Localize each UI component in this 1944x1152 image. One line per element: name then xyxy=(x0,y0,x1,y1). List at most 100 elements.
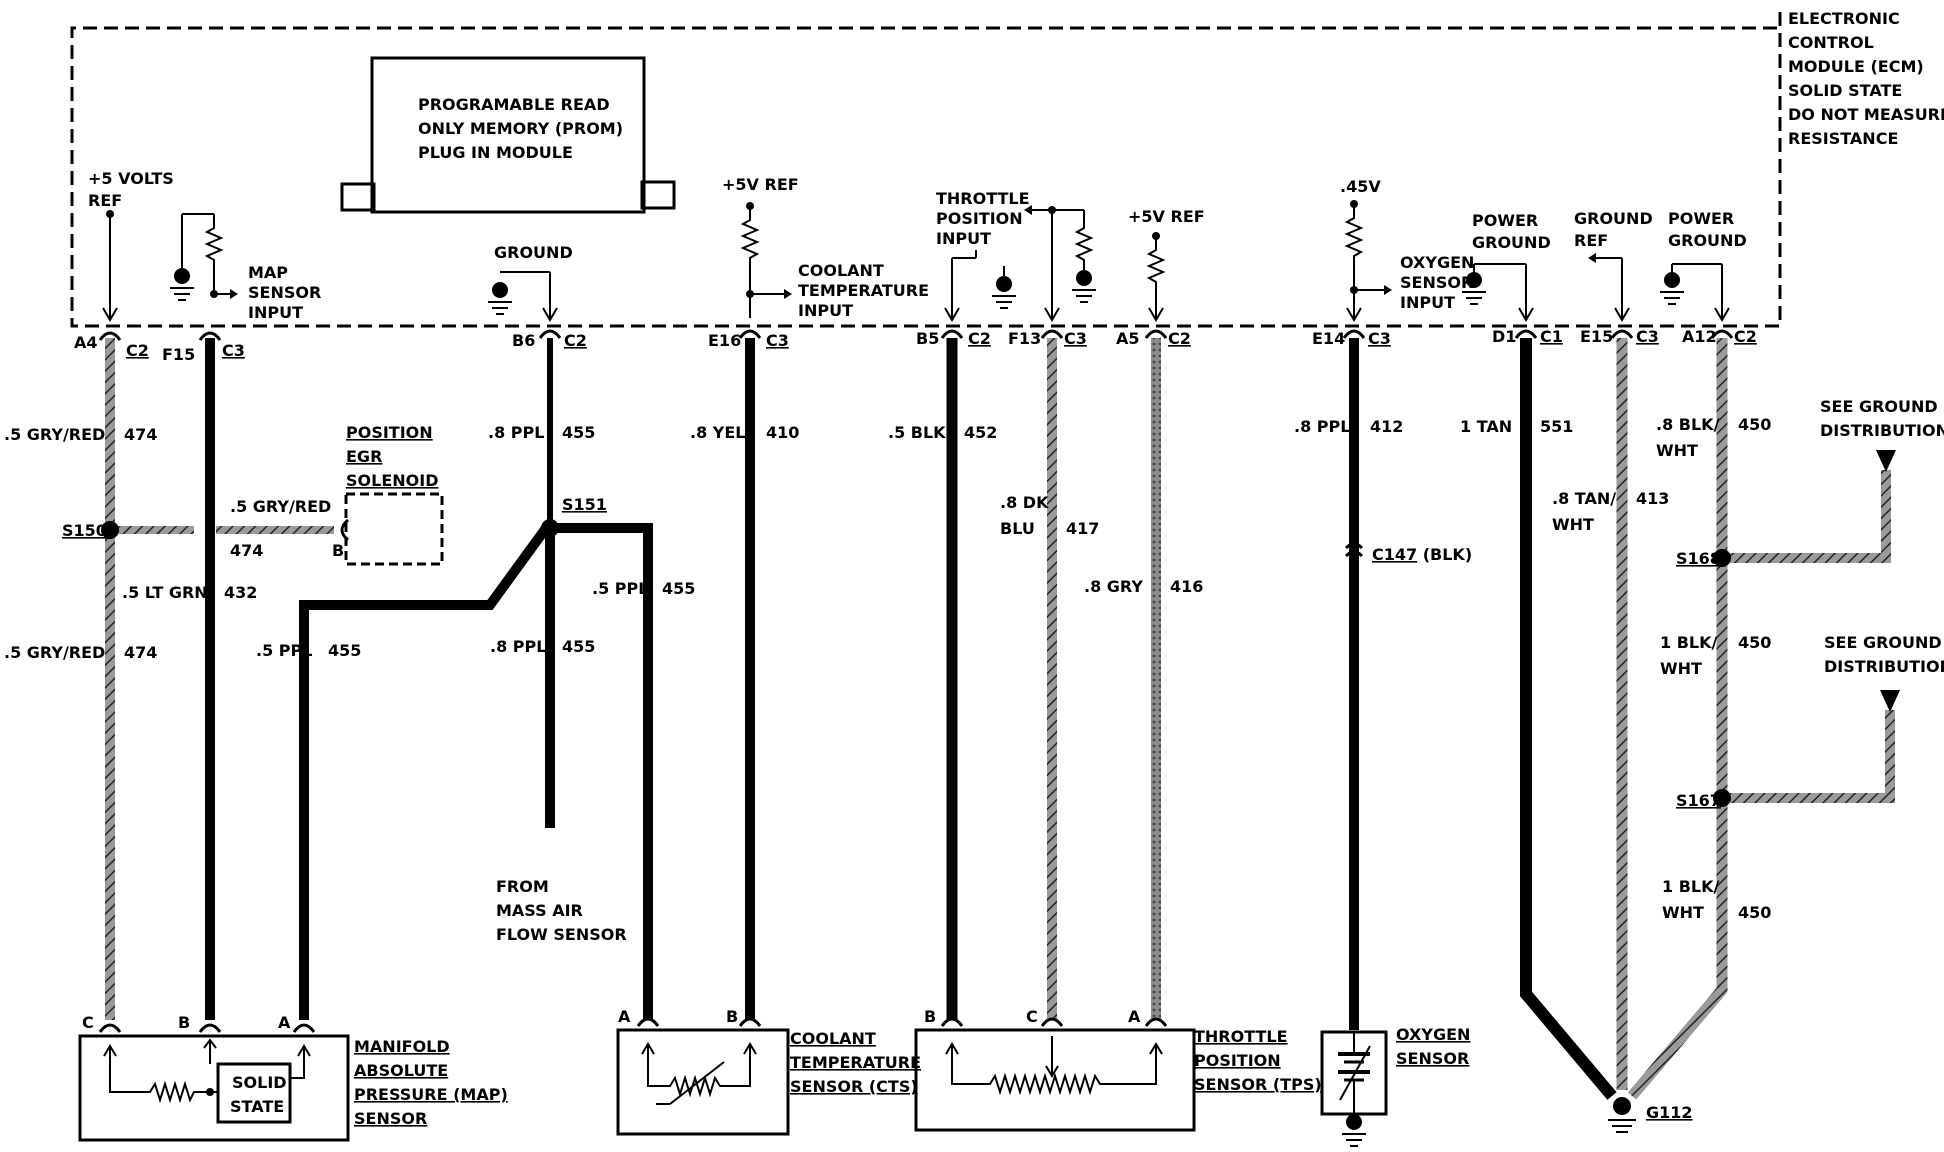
splice-s168-dot xyxy=(1713,549,1731,567)
splice-s150-dot xyxy=(101,521,119,539)
conn-b5: C2 xyxy=(968,329,991,348)
ecm-title: ELECTRONIC CONTROL MODULE (ECM) SOLID ST… xyxy=(1788,9,1944,148)
svg-text:.5 GRY/RED: .5 GRY/RED xyxy=(4,425,105,444)
svg-text:.8 YEL: .8 YEL xyxy=(690,423,746,442)
conn-a12: C2 xyxy=(1734,327,1757,346)
conn-f13: C3 xyxy=(1064,329,1087,348)
svg-text:474: 474 xyxy=(124,425,157,444)
svg-text:412: 412 xyxy=(1370,417,1403,436)
map-input-ground xyxy=(170,213,238,301)
svg-text:450: 450 xyxy=(1738,633,1771,652)
throttle-position-sensor: B C A xyxy=(914,1007,1196,1132)
svg-text:551: 551 xyxy=(1540,417,1573,436)
tps-pin-a: A xyxy=(1128,1007,1141,1026)
svg-text:450: 450 xyxy=(1738,415,1771,434)
cts-pin-b: B xyxy=(726,1007,738,1026)
ground-label: GROUND xyxy=(494,243,573,262)
ecm-connector-terminals xyxy=(98,329,1734,341)
map-pin-b: B xyxy=(178,1013,190,1032)
ground-symbol xyxy=(488,271,558,322)
s150-label: S150 xyxy=(62,521,107,540)
map-pin-a: A xyxy=(278,1013,291,1032)
s167-label: S167 xyxy=(1676,791,1721,810)
coolant-temperature-sensor: A B xyxy=(616,1007,790,1136)
pin-e14: E14 xyxy=(1312,329,1345,348)
svg-text:417: 417 xyxy=(1066,519,1099,538)
wire-551 xyxy=(1520,338,1617,1100)
power-ground-b xyxy=(1660,263,1730,322)
s151-label: S151 xyxy=(562,495,607,514)
s168-label: S168 xyxy=(1676,549,1721,568)
wire-labels: .5 GRY/RED 474 .5 GRY/RED 474 .5 LT GRN … xyxy=(4,415,1771,922)
g112-ground xyxy=(1608,1097,1636,1133)
svg-text:1 TAN: 1 TAN xyxy=(1460,417,1512,436)
svg-text:455: 455 xyxy=(562,637,595,656)
svg-text:.5 PPL: .5 PPL xyxy=(592,579,648,598)
svg-text:410: 410 xyxy=(766,423,799,442)
svg-text:.8 PPL: .8 PPL xyxy=(490,637,546,656)
g112-label: G112 xyxy=(1646,1103,1693,1122)
pin-labels: A4 C2 F15 C3 B6 C2 E16 C3 B5 C2 F13 C3 A… xyxy=(74,327,1757,364)
c147-connector xyxy=(1344,542,1364,558)
prom-label: PROGRAMABLE READ ONLY MEMORY (PROM) PLUG… xyxy=(418,95,629,162)
svg-text:1 BLK/WHT: 1 BLK/WHT xyxy=(1660,633,1717,678)
pin-f15: F15 xyxy=(162,345,195,364)
tps-pin-b: B xyxy=(924,1007,936,1026)
power-ground-a xyxy=(1462,263,1534,322)
conn-e14: C3 xyxy=(1368,329,1391,348)
v45-label: .45V xyxy=(1340,177,1381,196)
prom-module: PROGRAMABLE READ ONLY MEMORY (PROM) PLUG… xyxy=(340,56,676,214)
svg-text:.8 PPL: .8 PPL xyxy=(1294,417,1350,436)
svg-text:.5 GRY/RED: .5 GRY/RED xyxy=(4,643,105,662)
svg-text:455: 455 xyxy=(328,641,361,660)
pin-a12: A12 xyxy=(1682,327,1717,346)
svg-text:452: 452 xyxy=(964,423,997,442)
svg-text:416: 416 xyxy=(1170,577,1203,596)
pin-a4: A4 xyxy=(74,333,98,352)
splice-s151-dot xyxy=(541,519,559,537)
pin-b6: B6 xyxy=(512,331,535,350)
svg-text:474: 474 xyxy=(230,541,263,560)
svg-text:.8 TAN/WHT: .8 TAN/WHT xyxy=(1552,489,1616,534)
pin-d1: D1 xyxy=(1492,327,1516,346)
conn-a4: C2 xyxy=(126,341,149,360)
cts-pin-a: A xyxy=(618,1007,631,1026)
pin-b5: B5 xyxy=(916,329,939,348)
tps-pin-c: C xyxy=(1026,1007,1038,1026)
conn-e16: C3 xyxy=(766,331,789,350)
svg-text:455: 455 xyxy=(562,423,595,442)
pin-a5: A5 xyxy=(1116,329,1140,348)
c147-label: C147 (BLK) xyxy=(1372,545,1472,564)
svg-text:.5 PPL: .5 PPL xyxy=(256,641,312,660)
conn-d1: C1 xyxy=(1540,327,1563,346)
pin-f13: F13 xyxy=(1008,329,1041,348)
wire-455-map xyxy=(299,523,555,1020)
throttle-input-circuit xyxy=(944,205,1096,322)
wire-455-cts xyxy=(556,523,653,1020)
svg-text:.5 BLK: .5 BLK xyxy=(888,423,946,442)
wire-474 xyxy=(105,338,334,1020)
svg-text:1 BLK/WHT: 1 BLK/WHT xyxy=(1662,877,1719,922)
conn-a5: C2 xyxy=(1168,329,1191,348)
svg-text:.8 BLK/WHT: .8 BLK/WHT xyxy=(1656,415,1720,460)
map-pin-c: C xyxy=(82,1013,94,1032)
